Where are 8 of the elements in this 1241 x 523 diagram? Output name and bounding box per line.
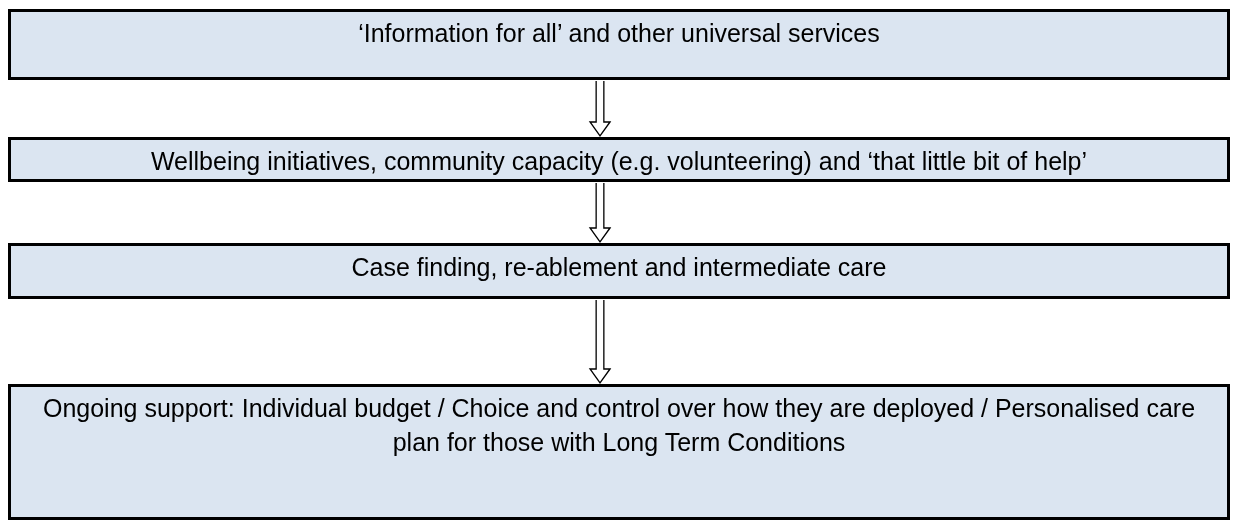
process-box xyxy=(8,384,1230,520)
process-box xyxy=(8,243,1230,299)
box-text: Ongoing support: Individual budget / Choice and control over how they are deployed / Personalised care plan for those with Long Term Conditions xyxy=(41,393,1197,458)
box-text: ‘Information for all’ and other universal services xyxy=(358,18,880,49)
box-text: Case finding, re-ablement and intermediate care xyxy=(351,252,887,283)
process-box xyxy=(8,9,1230,80)
process-box xyxy=(8,137,1230,182)
box-text: Wellbeing initiatives, community capacity (e.g. volunteering) and ‘that little bit of help’ xyxy=(150,146,1088,177)
